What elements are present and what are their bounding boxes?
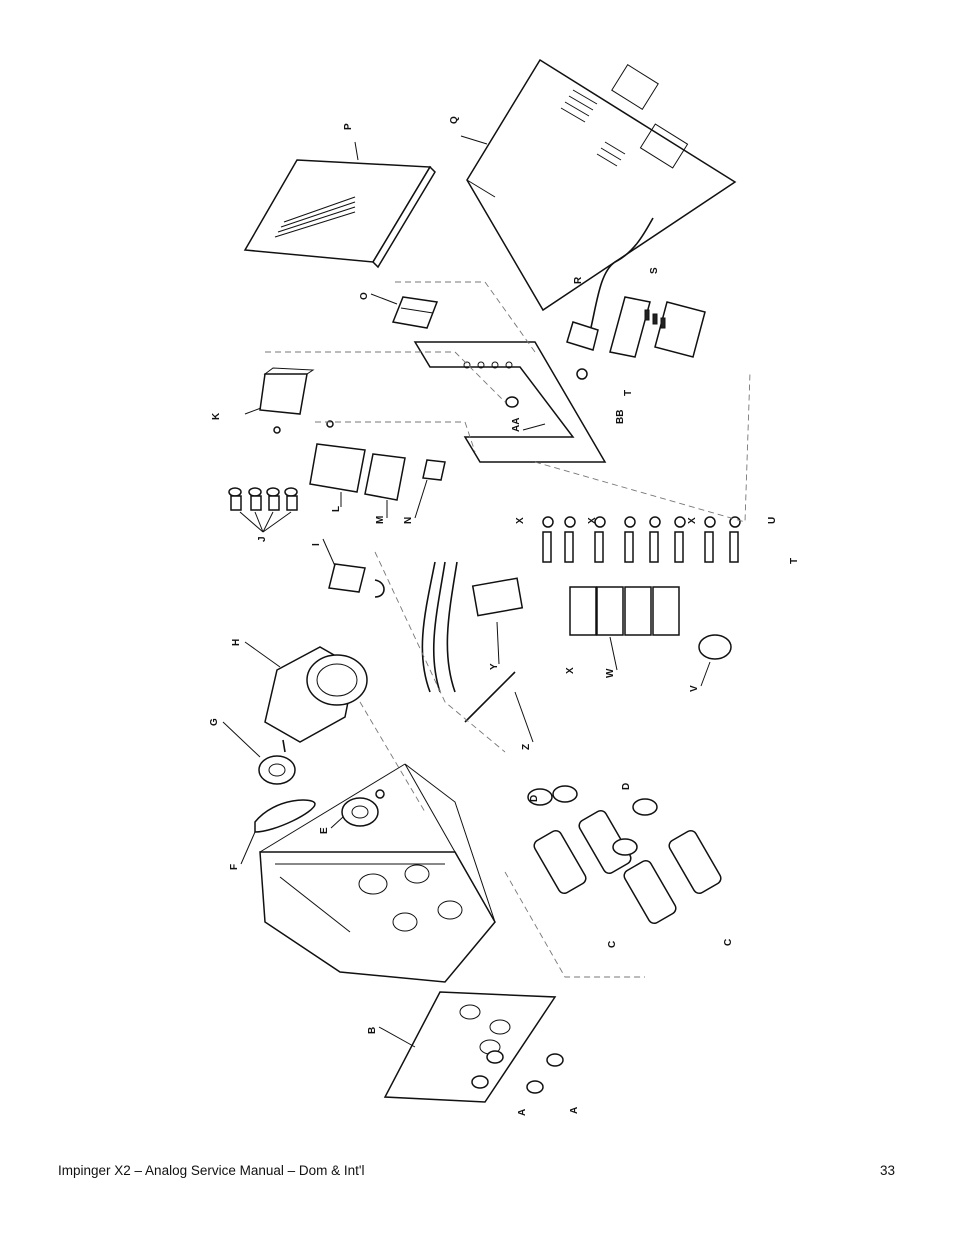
part-main-chassis [259, 763, 496, 983]
part-feet [471, 1050, 564, 1094]
part-top-cover [466, 58, 737, 312]
exploded-parts-diagram: Q P O R S T BB AA K L M N J I X X X U T … [205, 52, 805, 1127]
part-probe-and-relay [566, 217, 706, 380]
callout-H: H [231, 639, 242, 646]
callout-C-left: C [607, 941, 618, 948]
callout-D-left: D [529, 795, 540, 802]
callout-X-3: X [687, 517, 698, 524]
part-blower-motor [258, 646, 368, 785]
callout-BB: BB [615, 410, 626, 424]
callout-A-right: A [569, 1107, 580, 1114]
callout-N: N [403, 517, 414, 524]
callout-leader-lines [222, 135, 711, 1048]
callout-R: R [573, 276, 584, 284]
callout-Y: Y [489, 663, 500, 670]
parts-diagram-svg: Q P O R S T BB AA K L M N J I X X X U T … [209, 58, 800, 1116]
callout-A-left: A [517, 1109, 528, 1116]
callout-labels: Q P O R S T BB AA K L M N J I X X X U T … [209, 116, 800, 1116]
callout-AA: AA [511, 418, 522, 432]
callout-J: J [257, 536, 268, 542]
footer-title: Impinger X2 – Analog Service Manual – Do… [58, 1163, 365, 1178]
callout-C-right: C [723, 939, 734, 946]
callout-T-lower: T [789, 558, 800, 564]
callout-X-2: X [587, 517, 598, 524]
callout-X-1: X [515, 517, 526, 524]
part-thermal-switches [228, 487, 298, 533]
callout-I: I [311, 543, 322, 546]
assembly-guides [265, 281, 751, 978]
callout-G: G [209, 718, 220, 726]
callout-M: M [375, 516, 386, 524]
callout-D-right: D [621, 783, 632, 790]
part-terminal-block [391, 296, 439, 329]
callout-X-4: X [565, 667, 576, 674]
part-drive-pulley [341, 789, 385, 827]
callout-K: K [211, 412, 222, 420]
part-heater-assemblies [527, 785, 722, 925]
callout-U: U [767, 517, 778, 524]
callout-Q: Q [449, 116, 460, 124]
page-number: 33 [880, 1163, 896, 1178]
callout-P: P [343, 123, 354, 130]
callout-O: O [359, 292, 370, 300]
callout-Z: Z [521, 744, 532, 750]
part-contactor-housing [259, 367, 315, 434]
part-control-box-frame [413, 341, 607, 463]
callout-V: V [689, 685, 700, 692]
part-transformer [328, 563, 385, 598]
callout-T-upper: T [623, 390, 634, 396]
callout-S: S [649, 267, 660, 274]
callout-L: L [331, 506, 342, 512]
part-belt [254, 799, 316, 833]
part-rear-panel [243, 159, 436, 269]
callout-W: W [605, 668, 616, 678]
part-controls [421, 516, 741, 723]
callout-E: E [319, 827, 330, 834]
callout-F: F [229, 864, 240, 870]
part-base-plate [383, 991, 557, 1103]
part-relays [309, 420, 446, 501]
callout-B: B [367, 1027, 378, 1034]
